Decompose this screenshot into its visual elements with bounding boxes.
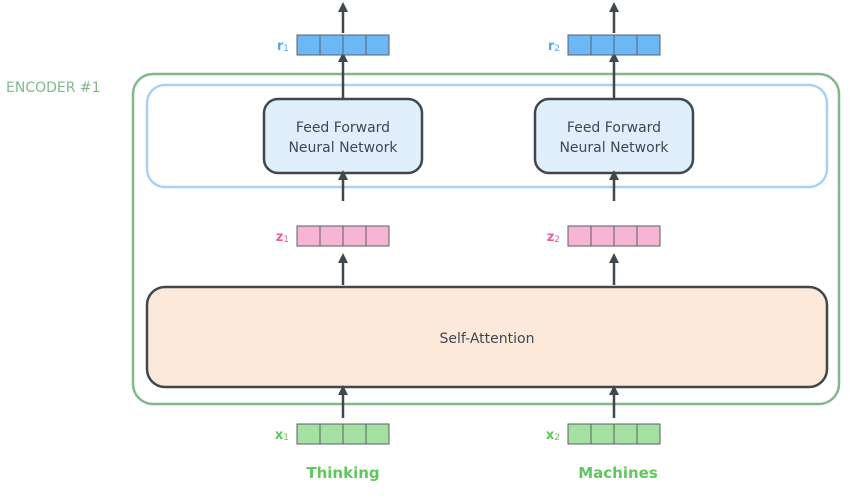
vector-cell — [365, 225, 390, 247]
vector-cell — [590, 34, 615, 56]
vector-inputs-2: x2 — [546, 423, 661, 445]
vector-cell — [613, 34, 638, 56]
ffn-node-2-line1: Feed Forward — [567, 120, 661, 136]
ffn-node-2: Feed Forward Neural Network — [533, 97, 695, 175]
vector-label: z1 — [276, 230, 289, 245]
vector-intermediate-2: z2 — [547, 225, 661, 247]
vector-label: z2 — [547, 230, 560, 245]
vector-label: x1 — [275, 428, 289, 443]
vector-cell — [613, 423, 638, 445]
vector-cell — [365, 34, 390, 56]
word-machines: Machines — [578, 464, 658, 482]
vector-cell — [365, 423, 390, 445]
vector-cell — [342, 423, 367, 445]
vector-label: x2 — [546, 428, 560, 443]
self-attention-label: Self-Attention — [440, 331, 535, 347]
ffn-node-1-line2: Neural Network — [288, 140, 398, 156]
vector-cell — [342, 225, 367, 247]
vector-cell — [590, 225, 615, 247]
ffn-node-2-line2: Neural Network — [559, 140, 669, 156]
self-attention-block: Self-Attention — [145, 285, 829, 389]
arrows — [338, 2, 619, 418]
vector-cell — [567, 34, 592, 56]
vector-cell — [319, 225, 344, 247]
vector-cell — [342, 34, 367, 56]
vector-cell — [319, 423, 344, 445]
ffn-node-1: Feed Forward Neural Network — [262, 97, 424, 175]
encoder-box — [131, 72, 841, 406]
vector-cell — [636, 225, 661, 247]
vector-cell — [590, 423, 615, 445]
vector-label: r2 — [548, 39, 560, 54]
vector-label: r1 — [277, 39, 289, 54]
vector-cell — [567, 225, 592, 247]
vector-cell — [636, 423, 661, 445]
ffn-node-1-line1: Feed Forward — [296, 120, 390, 136]
vector-layer: r1 r2 z1 z2 x1 x2 — [275, 34, 661, 445]
vector-outputs-2: r2 — [548, 34, 661, 56]
ffn-layer-box — [145, 83, 829, 189]
vector-cell — [296, 225, 321, 247]
vector-cell — [296, 423, 321, 445]
vector-cell — [319, 34, 344, 56]
word-thinking: Thinking — [306, 464, 379, 482]
vector-outputs-1: r1 — [277, 34, 390, 56]
vector-cell — [613, 225, 638, 247]
vector-cell — [296, 34, 321, 56]
vector-cell — [567, 423, 592, 445]
encoder-label: ENCODER #1 — [6, 80, 101, 96]
vector-inputs-1: x1 — [275, 423, 390, 445]
vector-cell — [636, 34, 661, 56]
vector-intermediate-1: z1 — [276, 225, 390, 247]
